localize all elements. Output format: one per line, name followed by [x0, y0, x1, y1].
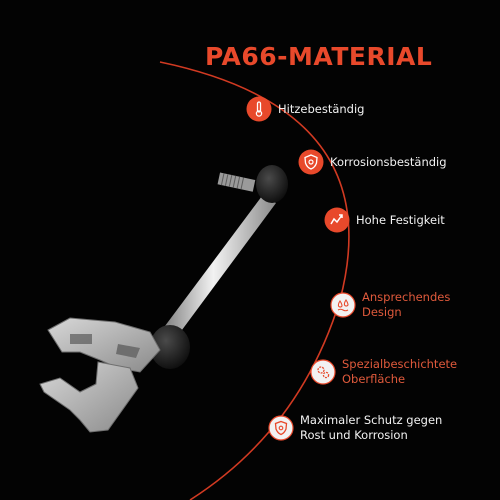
feature-label-line1: Ansprechendes: [362, 290, 451, 304]
strength-arrow-icon: [324, 207, 350, 233]
drops-icon: [330, 292, 356, 318]
page-title: PA66-MATERIAL: [205, 42, 433, 71]
feature-label-line1: Maximaler Schutz gegen: [300, 413, 443, 427]
gears-icon: [310, 359, 336, 385]
feature-label: Ansprechendes Design: [362, 290, 450, 320]
feature-corrosion-resistant: Korrosionsbeständig: [298, 149, 447, 175]
feature-label-line2: Rost und Korrosion: [300, 428, 408, 442]
feature-label: Maximaler Schutz gegen Rost und Korrosio…: [300, 413, 442, 443]
feature-label: Hitzebeständig: [278, 101, 365, 116]
feature-attractive-design: Ansprechendes Design: [330, 290, 450, 320]
feature-high-strength: Hohe Festigkeit: [324, 207, 445, 233]
feature-special-coated-surface: Spezialbeschichtete Oberfläche: [310, 357, 457, 387]
feature-label-line2: Oberfläche: [342, 372, 406, 386]
feature-heat-resistant: Hitzebeständig: [246, 96, 364, 122]
shield-gear-icon: [298, 149, 324, 175]
feature-label: Korrosionsbeständig: [330, 154, 447, 169]
thermometer-icon: [246, 96, 272, 122]
feature-label-line2: Design: [362, 305, 402, 319]
shield-icon: [268, 415, 294, 441]
feature-label: Spezialbeschichtete Oberfläche: [342, 357, 457, 387]
feature-label-line1: Spezialbeschichtete: [342, 357, 458, 371]
feature-label: Hohe Festigkeit: [356, 212, 445, 227]
feature-maximum-protection: Maximaler Schutz gegen Rost und Korrosio…: [268, 413, 442, 443]
